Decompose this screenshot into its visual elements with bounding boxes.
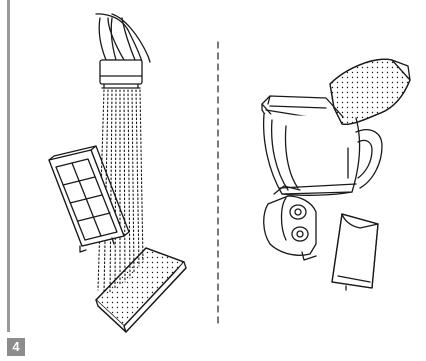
grid-filter-icon	[49, 146, 129, 252]
step-number-badge: 4	[7, 338, 25, 356]
mesh-filter-icon	[96, 248, 186, 332]
canister-base-icon	[264, 186, 316, 260]
faucet-icon	[96, 14, 150, 88]
cloth-filter-icon	[330, 59, 410, 124]
cartridge-filter-icon	[332, 214, 378, 290]
